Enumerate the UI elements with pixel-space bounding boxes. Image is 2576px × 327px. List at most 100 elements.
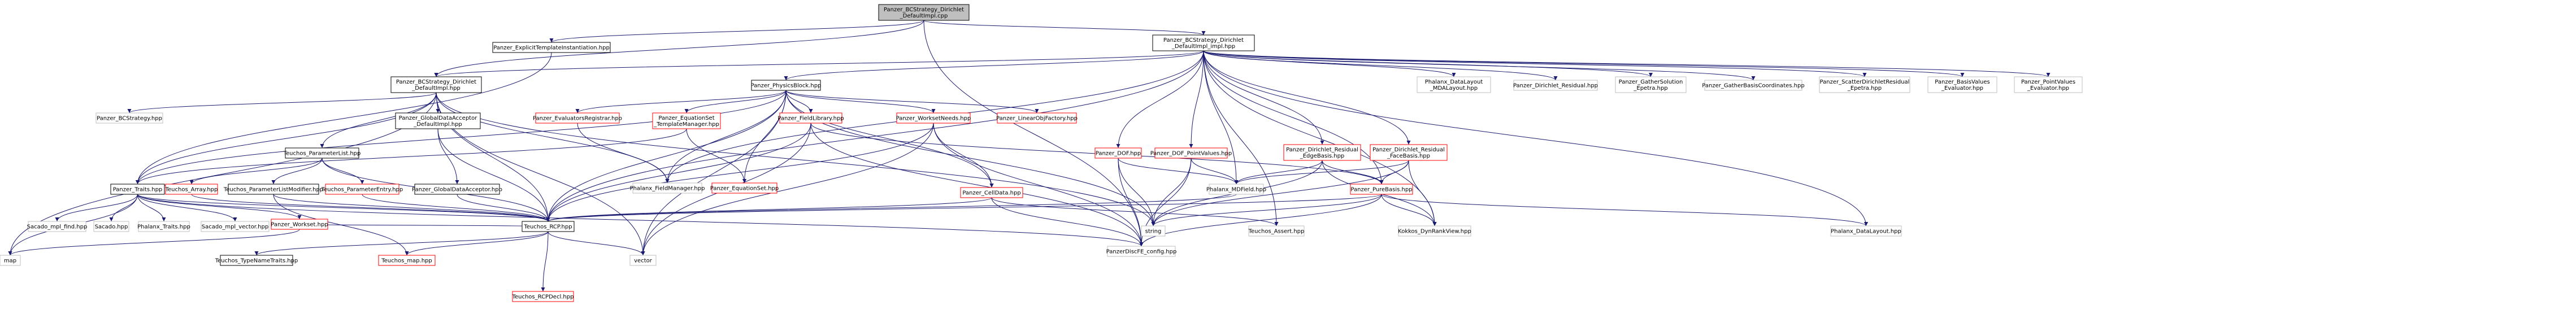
graph-node-rcpdecl[interactable]: Teuchos_RCPDecl.hpp xyxy=(512,291,574,302)
graph-node-gather-solution[interactable]: Panzer_GatherSolution_Epetra.hpp xyxy=(1615,76,1687,93)
graph-node-impl[interactable]: Panzer_BCStrategy_Dirichlet_DefaultImpl_… xyxy=(1152,34,1255,51)
node-box[interactable] xyxy=(378,255,436,266)
graph-node-sacado-fad[interactable]: Sacado_mpl_find.hpp xyxy=(27,221,88,232)
node-box[interactable] xyxy=(779,112,842,124)
node-box[interactable] xyxy=(414,184,500,195)
node-box[interactable] xyxy=(960,187,1023,198)
node-box[interactable] xyxy=(1398,225,1471,237)
node-box[interactable] xyxy=(271,219,328,230)
node-box[interactable] xyxy=(201,221,270,232)
graph-node-gather-basis[interactable]: Panzer_GatherBasisCoordinates.hpp xyxy=(1702,80,1805,91)
node-box[interactable] xyxy=(285,147,359,159)
graph-node-sacado[interactable]: Sacado.hpp xyxy=(93,221,129,232)
node-box[interactable] xyxy=(997,112,1077,124)
graph-node-mdfield[interactable]: Phalanx_MDField.hpp xyxy=(1206,184,1266,195)
graph-node-eqset-tm[interactable]: Panzer_EquationSet_TemplateManager.hpp xyxy=(652,112,721,129)
graph-node-eqset[interactable]: Panzer_EquationSet.hpp xyxy=(710,182,779,194)
node-box[interactable] xyxy=(896,112,971,124)
graph-node-fieldlib[interactable]: Panzer_FieldLibrary.hpp xyxy=(777,112,844,124)
graph-node-purebasis[interactable]: Panzer_PureBasis.hpp xyxy=(1350,184,1413,195)
graph-node-point-values[interactable]: Panzer_PointValues_Evaluator.hpp xyxy=(2014,76,2083,93)
node-box[interactable] xyxy=(28,221,86,232)
node-box[interactable] xyxy=(95,112,163,124)
node-box[interactable] xyxy=(138,221,190,232)
node-box[interactable] xyxy=(878,4,970,21)
node-box[interactable] xyxy=(1830,225,1902,237)
graph-node-celldata[interactable]: Panzer_CellData.hpp xyxy=(960,187,1023,198)
graph-node-expl[interactable]: Panzer_ExplicitTemplateInstantiation.hpp xyxy=(492,42,611,53)
node-box[interactable] xyxy=(1283,144,1361,161)
graph-node-phx-datalayout[interactable]: Phalanx_DataLayout.hpp xyxy=(1830,225,1902,237)
graph-node-asset[interactable]: Teuchos_Assert.hpp xyxy=(1248,225,1305,237)
graph-node-defimpl[interactable]: Panzer_BCStrategy_Dirichlet_DefaultImpl.… xyxy=(390,76,482,93)
node-box[interactable] xyxy=(711,182,777,194)
graph-node-rcpnode[interactable]: Teuchos_map.hpp xyxy=(378,255,436,266)
node-box[interactable] xyxy=(165,184,218,195)
node-box[interactable] xyxy=(751,80,821,91)
graph-node-worksetneeds[interactable]: Panzer_WorksetNeeds.hpp xyxy=(896,112,971,124)
node-box[interactable] xyxy=(1927,76,1997,93)
node-box[interactable] xyxy=(535,112,620,124)
node-box[interactable] xyxy=(1417,76,1491,93)
node-box[interactable] xyxy=(492,42,611,53)
node-box[interactable] xyxy=(1615,76,1687,93)
node-box[interactable] xyxy=(1819,76,1910,93)
graph-node-array[interactable]: Teuchos_Array.hpp xyxy=(165,184,218,195)
node-box[interactable] xyxy=(1513,80,1598,91)
graph-node-traits[interactable]: Panzer_Traits.hpp xyxy=(110,184,165,195)
graph-node-dir-edge[interactable]: Panzer_Dirichlet_Residual_EdgeBasis.hpp xyxy=(1283,144,1361,161)
graph-node-basis-values[interactable]: Panzer_BasisValues_Evaluator.hpp xyxy=(1927,76,1997,93)
graph-node-bcstrategy[interactable]: Panzer_BCStrategy.hpp xyxy=(95,112,163,124)
node-box[interactable] xyxy=(390,76,482,93)
node-box[interactable] xyxy=(652,112,721,129)
graph-node-rcp[interactable]: Teuchos_RCP.hpp xyxy=(522,221,575,232)
node-box[interactable] xyxy=(512,291,574,302)
graph-node-kokkos[interactable]: Kokkos_DynRankView.hpp xyxy=(1398,225,1471,237)
node-box[interactable] xyxy=(1107,246,1176,257)
graph-node-string[interactable]: string xyxy=(1141,225,1166,237)
node-box[interactable] xyxy=(629,255,657,266)
graph-node-tnt[interactable]: Teuchos_TypeNameTraits.hpp xyxy=(215,255,298,266)
node-box[interactable] xyxy=(1370,144,1448,161)
node-box[interactable] xyxy=(1248,225,1305,237)
node-box[interactable] xyxy=(1152,34,1255,51)
node-box[interactable] xyxy=(2014,76,2083,93)
node-box[interactable] xyxy=(228,184,319,195)
graph-node-dir-residual[interactable]: Panzer_Dirichlet_Residual.hpp xyxy=(1513,80,1598,91)
node-box[interactable] xyxy=(522,221,575,232)
node-box[interactable] xyxy=(1704,80,1802,91)
node-box[interactable] xyxy=(1141,225,1166,237)
graph-node-linearobj[interactable]: Panzer_LinearObjFactory.hpp xyxy=(996,112,1078,124)
graph-node-scatter-dir[interactable]: Panzer_ScatterDirichletResidual_Epetra.h… xyxy=(1819,76,1910,93)
graph-node-workset[interactable]: Panzer_Workset.hpp xyxy=(271,219,328,230)
graph-node-gda[interactable]: Panzer_GlobalDataAcceptor.hpp xyxy=(412,184,502,195)
node-box[interactable] xyxy=(93,221,129,232)
node-box[interactable] xyxy=(1094,147,1142,159)
graph-node-map[interactable]: map xyxy=(0,255,21,266)
graph-node-sacado-vec[interactable]: Sacado_mpl_vector.hpp xyxy=(201,221,270,232)
node-box[interactable] xyxy=(395,112,481,129)
graph-node-physblock[interactable]: Panzer_PhysicsBlock.hpp xyxy=(751,80,822,91)
node-box[interactable] xyxy=(1154,147,1228,159)
node-box[interactable] xyxy=(220,255,293,266)
graph-node-root[interactable]: Panzer_BCStrategy_Dirichlet_DefaultImpl.… xyxy=(878,4,970,21)
node-box[interactable] xyxy=(632,182,702,194)
graph-node-eval-reg[interactable]: Panzer_EvaluatorsRegistrar.hpp xyxy=(533,112,622,124)
graph-node-dof-pv[interactable]: Panzer_DOF_PointValues.hpp xyxy=(1150,147,1232,159)
graph-node-gda-impl[interactable]: Panzer_GlobalDataAcceptor_DefaultImpl.hp… xyxy=(395,112,481,129)
graph-node-phx-mdalayout[interactable]: Phalanx_DataLayout_MDALayout.hpp xyxy=(1417,76,1491,93)
node-box[interactable] xyxy=(0,255,21,266)
graph-node-dof[interactable]: Panzer_DOF.hpp xyxy=(1094,147,1142,159)
graph-node-paramentry[interactable]: Teuchos_ParameterEntry.hpp xyxy=(321,184,403,195)
node-box[interactable] xyxy=(325,184,399,195)
graph-node-fieldmgr[interactable]: Phalanx_FieldManager.hpp xyxy=(630,182,705,194)
node-box[interactable] xyxy=(110,184,165,195)
graph-node-vector[interactable]: vector xyxy=(629,255,657,266)
node-box[interactable] xyxy=(1209,184,1264,195)
graph-node-paramlist[interactable]: Teuchos_ParameterList.hpp xyxy=(283,147,361,159)
graph-node-pdiscfe[interactable]: PanzerDiscFE_config.hpp xyxy=(1106,246,1177,257)
graph-node-phx-traits[interactable]: Phalanx_Traits.hpp xyxy=(137,221,190,232)
node-box[interactable] xyxy=(1350,184,1413,195)
graph-node-dir-face[interactable]: Panzer_Dirichlet_Residual_FaceBasis.hpp xyxy=(1370,144,1448,161)
graph-node-plmod[interactable]: Teuchos_ParameterListModifier.hpp xyxy=(223,184,323,195)
